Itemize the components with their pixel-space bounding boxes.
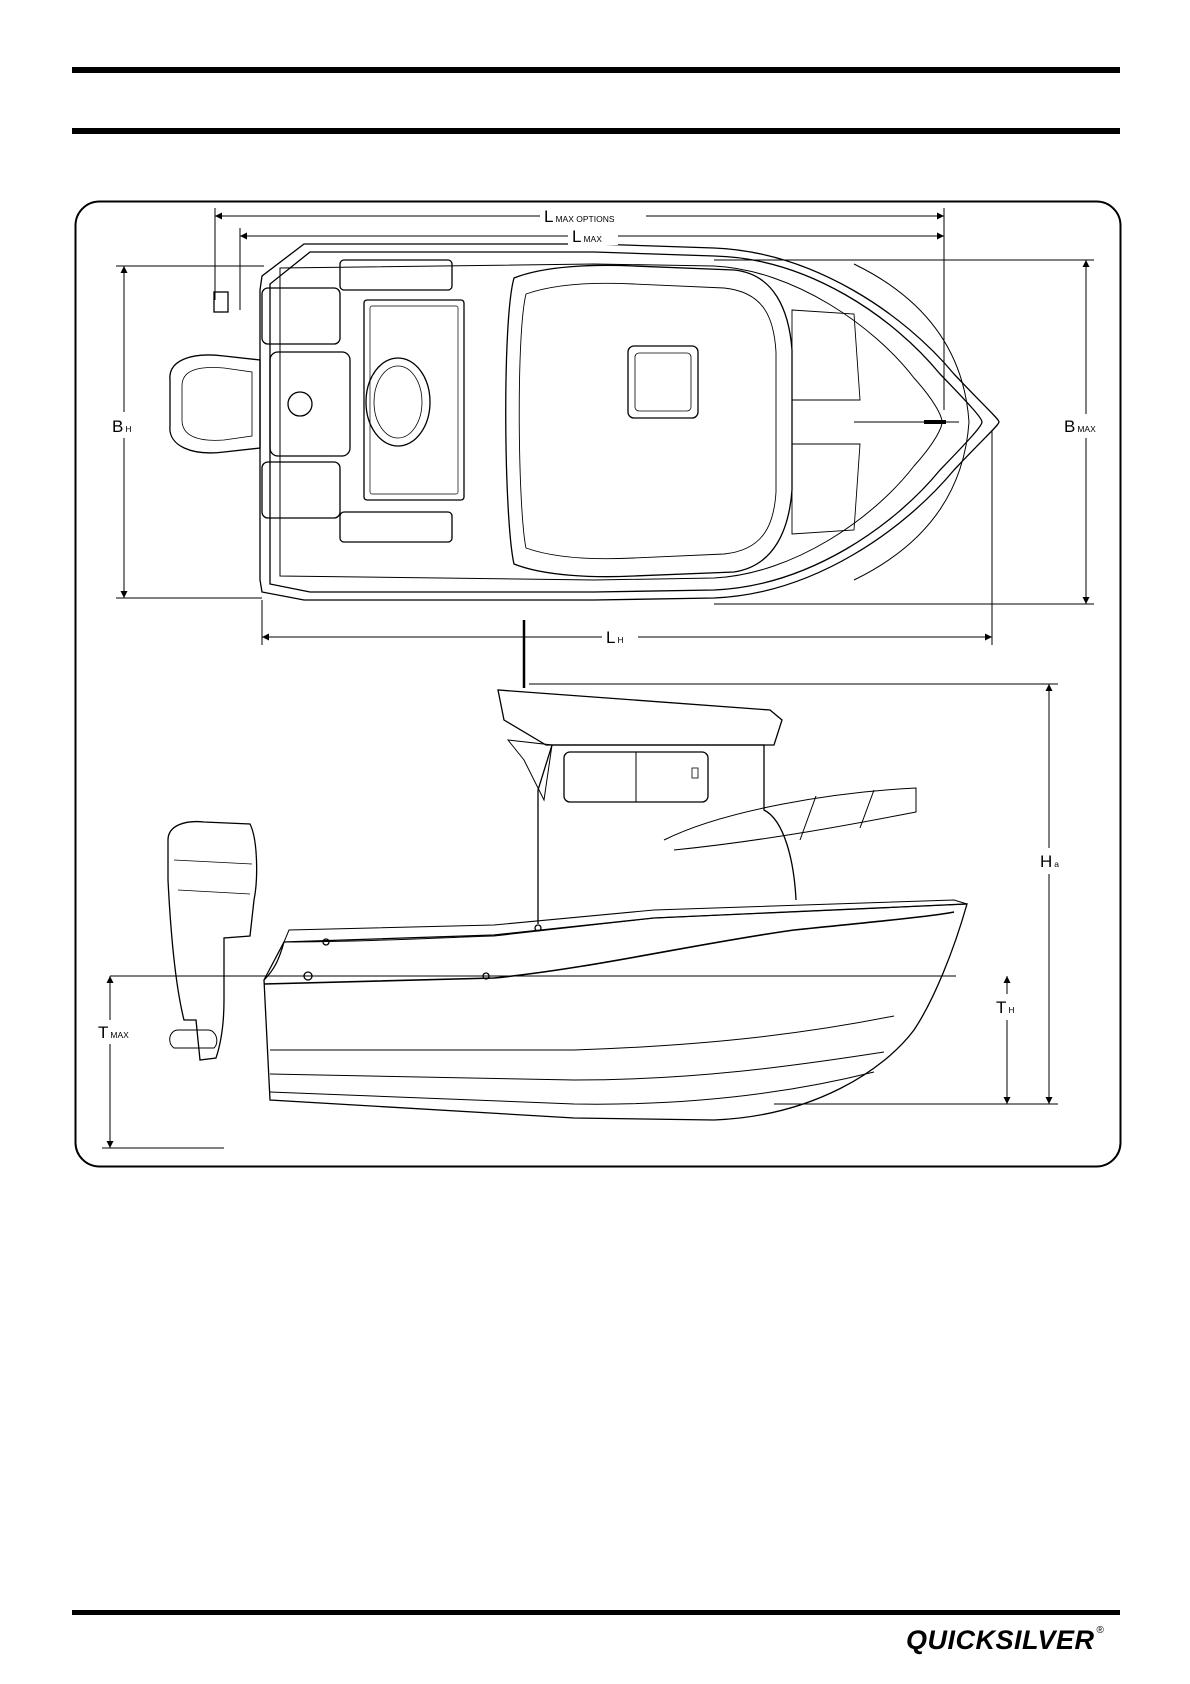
outboard-engine-top	[170, 355, 260, 453]
roof-hatch-inner	[635, 353, 691, 411]
rail-stanchion-1	[800, 796, 816, 840]
roof-hatch	[628, 346, 698, 418]
motor-well	[270, 352, 350, 456]
windshield	[508, 740, 552, 800]
deck-hatch-oval-inner	[374, 366, 422, 438]
footer-rule	[72, 1610, 1120, 1615]
aft-deck-hatch	[364, 300, 464, 500]
brand-name: QUICKSILVER	[906, 1625, 1095, 1655]
aft-seat-starboard	[340, 512, 452, 542]
chine-line-3	[270, 1072, 874, 1104]
chine-line-1	[270, 1016, 894, 1050]
registered-mark: ®	[1097, 1625, 1105, 1636]
header-rule-bottom	[72, 128, 1120, 134]
gunwale-inner	[280, 264, 942, 580]
cabin-roof-inner	[519, 283, 776, 558]
chine-line-2	[270, 1052, 884, 1080]
outboard-cowl-lines	[174, 860, 252, 894]
deck-side	[284, 900, 967, 942]
outboard-engine-inner	[182, 368, 252, 441]
aft-deck-hatch-inner	[370, 306, 458, 494]
transom-box-port	[262, 288, 340, 344]
cabin-roof-top	[506, 265, 792, 576]
transom-box-starboard	[262, 462, 340, 518]
cabin-door-handle	[692, 768, 698, 778]
side-dimensions	[102, 684, 1058, 1148]
cabin-side	[538, 745, 796, 924]
cleat-fitting	[288, 392, 312, 416]
outboard-engine-side	[168, 822, 257, 1060]
rail-stanchion-2	[860, 790, 874, 828]
cabin-roof-side	[498, 690, 782, 745]
aft-seat-port	[340, 260, 452, 290]
top-view	[170, 244, 999, 600]
bow-rail-side	[664, 788, 916, 850]
foredeck-walkway	[792, 310, 860, 534]
header-rule-top	[72, 67, 1120, 73]
quicksilver-logo: QUICKSILVER®	[906, 1625, 1104, 1656]
side-view	[110, 620, 967, 1120]
deck-hatch-oval	[366, 358, 430, 446]
transom-fitting	[214, 292, 228, 312]
hull-side	[264, 904, 967, 1120]
propeller	[170, 1030, 217, 1048]
